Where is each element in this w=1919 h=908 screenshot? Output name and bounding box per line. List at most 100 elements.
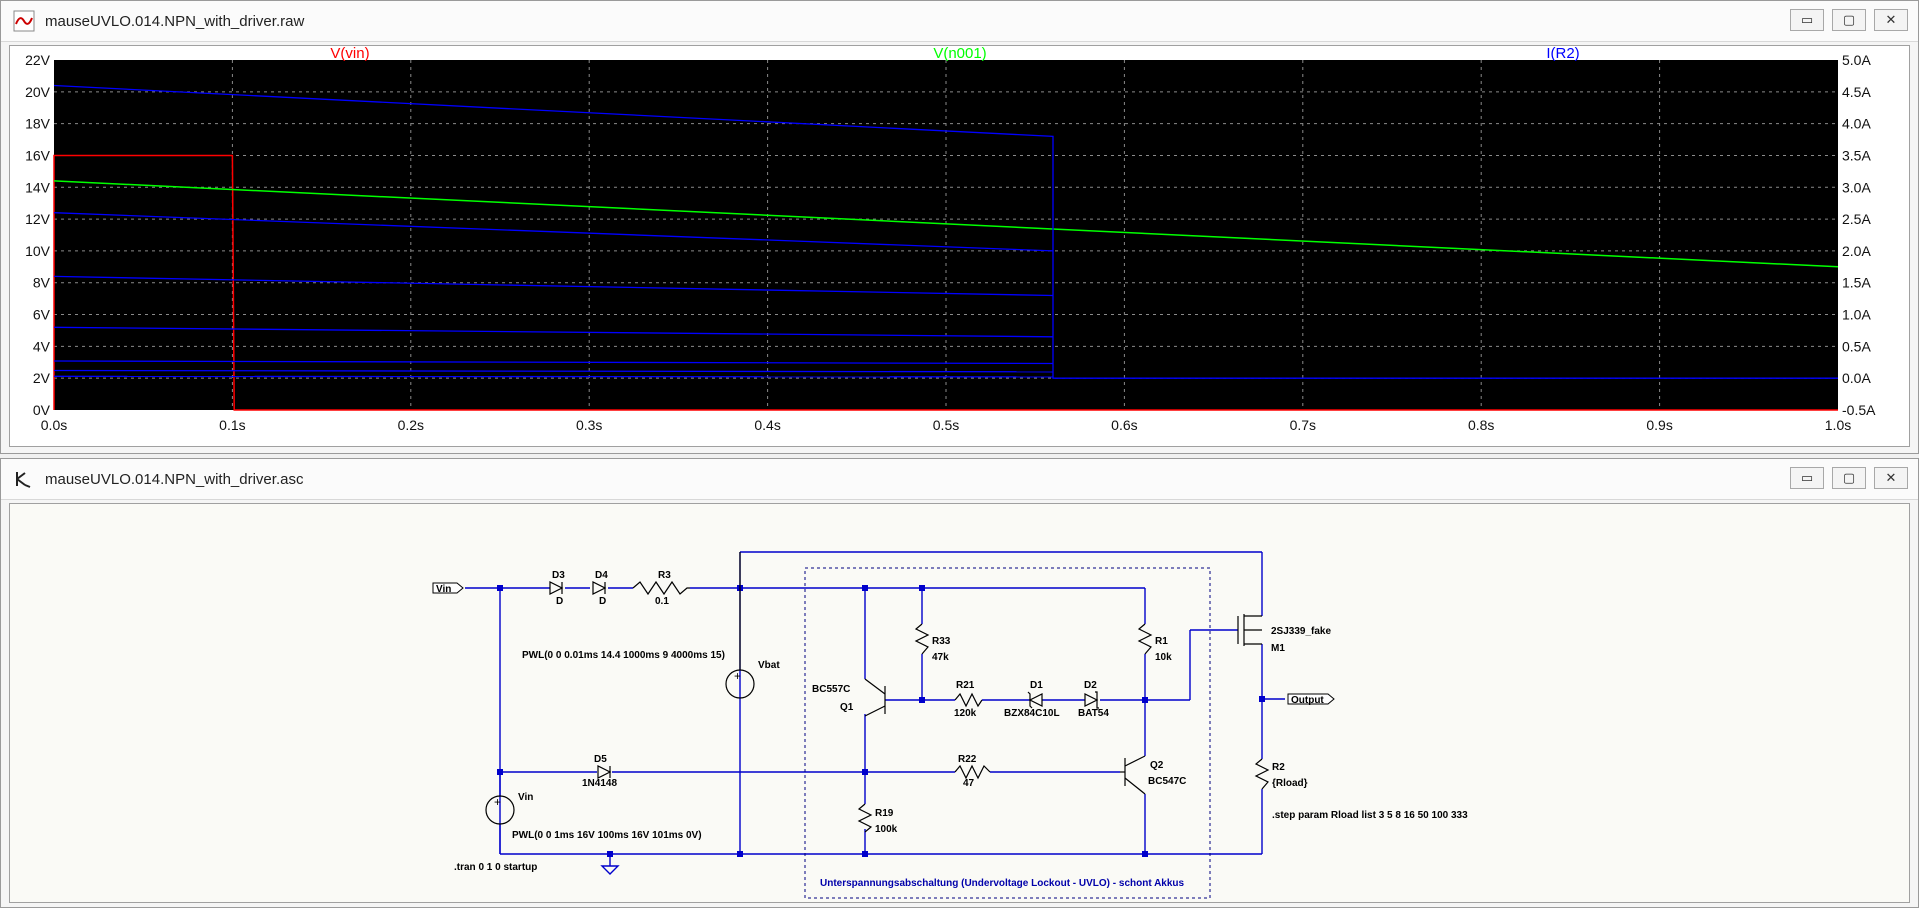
y-left-tick-label: 12V [25,211,51,227]
waveform-window-title: mauseUVLO.014.NPN_with_driver.raw [45,12,305,30]
r33-value: 47k [932,652,949,663]
waveform-app-icon [13,10,35,32]
y-right-tick-label: -0.5A [1842,402,1876,418]
vin-port[interactable] [432,582,464,594]
x-tick-label: 0.4s [754,417,780,433]
d3-label: D3 [552,570,565,581]
vbat-plus-icon: + [734,669,741,683]
minimize-button[interactable]: ▭ [1790,467,1824,489]
x-tick-label: 0.0s [41,417,67,433]
q1-model: BC557C [812,684,850,695]
y-left-tick-label: 20V [25,84,51,100]
y-right-tick-label: 0.5A [1842,338,1871,354]
y-right-tick-label: 1.0A [1842,307,1871,323]
vbat-label: Vbat [758,660,780,671]
r3-label: R3 [658,570,671,581]
trace-name-2: I(R2) [1546,46,1579,62]
r2-label: R2 [1272,762,1285,773]
close-button[interactable]: ✕ [1874,467,1908,489]
close-button[interactable]: ✕ [1874,9,1908,31]
y-left-tick-label: 0V [33,402,51,418]
trace-ir2-step-0 [53,84,1838,379]
trace-ir2-step-3 [53,326,1054,338]
schematic-symbols [485,552,1270,833]
minimize-icon: ▭ [1800,470,1814,486]
uvlo-comment: Unterspannungsabschaltung (Undervoltage … [820,878,1185,889]
r1-value: 10k [1155,652,1172,663]
schematic-titlebar[interactable]: mauseUVLO.014.NPN_with_driver.asc ▭ ▢ ✕ [1,459,1918,500]
maximize-button[interactable]: ▢ [1832,467,1866,489]
step-directive[interactable]: .step param Rload list 3 5 8 16 50 100 3… [1272,810,1468,821]
schematic-pane[interactable]: + + Vin Output D3 D D4 D R3 0.1 Vbat PWL… [9,503,1910,903]
d3-value: D [556,596,563,607]
d4-label: D4 [595,570,608,581]
d1-label: D1 [1030,680,1043,691]
trace-name-0: V(vin) [330,46,369,62]
y-left-tick-label: 10V [25,243,51,259]
uvlo-box [804,567,1211,899]
x-tick-label: 0.5s [933,417,959,433]
q1-label: Q1 [840,702,854,713]
close-icon: ✕ [1885,470,1897,486]
x-tick-label: 0.7s [1290,417,1316,433]
d4-value: D [599,596,606,607]
x-tick-label: 1.0s [1825,417,1851,433]
vin-pwl: PWL(0 0 1ms 16V 100ms 16V 101ms 0V) [512,830,702,841]
schematic-app-icon [16,472,31,488]
y-right-tick-label: 5.0A [1842,52,1871,68]
trace-name-1: V(n001) [933,46,986,62]
vin-plus-icon: + [494,795,501,809]
r19-value: 100k [875,824,898,835]
trace-1 [53,180,1839,268]
d5-label: D5 [594,754,607,765]
y-left-tick-label: 18V [25,116,51,132]
q2-label: Q2 [1150,760,1164,771]
schematic-wires [465,551,1285,875]
schematic-window-title: mauseUVLO.014.NPN_with_driver.asc [45,470,304,488]
minimize-icon: ▭ [1800,12,1814,28]
r1-label: R1 [1155,636,1168,647]
maximize-icon: ▢ [1842,12,1856,28]
component-labels: D3 D D4 D R3 0.1 Vbat PWL(0 0 0.01ms 14.… [454,570,1468,873]
y-left-tick-label: 16V [25,147,51,163]
r33-label: R33 [932,636,951,647]
minimize-button[interactable]: ▭ [1790,9,1824,31]
close-icon: ✕ [1885,12,1897,28]
schematic-canvas[interactable]: + + Vin Output D3 D D4 D R3 0.1 Vbat PWL… [10,504,1909,902]
y-left-tick-label: 14V [25,179,51,195]
x-tick-label: 0.1s [219,417,245,433]
trace-0 [53,154,1838,411]
y-left-tick-label: 22V [25,52,51,68]
m1-model: 2SJ339_fake [1271,626,1331,637]
tran-directive[interactable]: .tran 0 1 0 startup [454,862,537,873]
schematic-window: mauseUVLO.014.NPN_with_driver.asc ▭ ▢ ✕ [0,458,1919,908]
y-left-tick-label: 4V [33,338,51,354]
y-right-tick-label: 0.0A [1842,370,1871,386]
x-tick-label: 0.8s [1468,417,1494,433]
y-left-tick-label: 6V [33,307,51,323]
y-right-tick-label: 2.5A [1842,211,1871,227]
y-right-tick-label: 2.0A [1842,243,1871,259]
y-right-tick-label: 1.5A [1842,275,1871,291]
trace-ir2-step-1 [53,212,1054,252]
waveform-window: mauseUVLO.014.NPN_with_driver.raw ▭ ▢ ✕ … [0,0,1919,454]
maximize-button[interactable]: ▢ [1832,9,1866,31]
d2-label: D2 [1084,680,1097,691]
trace-ir2-step-5 [53,369,1054,373]
output-port-label: Output [1291,695,1324,706]
trace-ir2-step-2 [53,275,1054,297]
r22-value: 47 [963,778,975,789]
waveform-titlebar[interactable]: mauseUVLO.014.NPN_with_driver.raw ▭ ▢ ✕ [1,1,1918,42]
r3-value: 0.1 [655,596,669,607]
x-tick-label: 0.2s [398,417,424,433]
q2-model: BC547C [1148,776,1186,787]
maximize-icon: ▢ [1842,470,1856,486]
y-right-tick-label: 3.0A [1842,179,1871,195]
r22-label: R22 [958,754,977,765]
vbat-pwl: PWL(0 0 0.01ms 14.4 1000ms 9 4000ms 15) [522,650,725,661]
d2-value: BAT54 [1078,708,1109,719]
y-right-tick-label: 4.5A [1842,84,1871,100]
output-port[interactable] [1287,693,1335,705]
